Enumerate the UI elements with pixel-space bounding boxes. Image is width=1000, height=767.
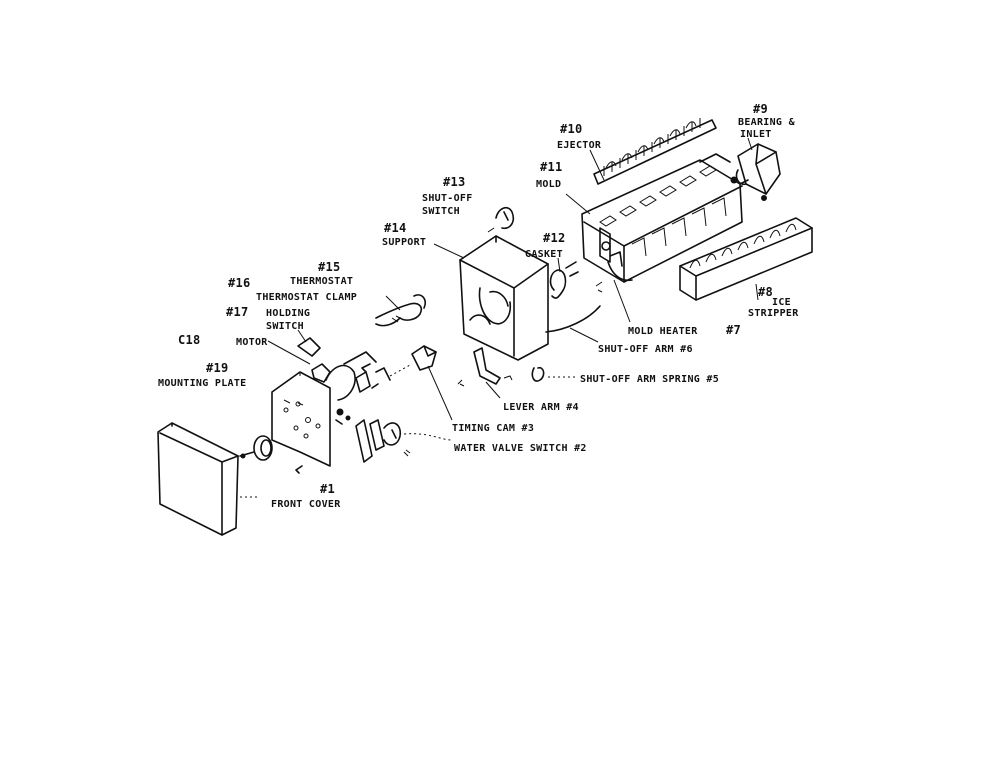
mounting-plate-part: [271, 371, 331, 467]
label-n7: #7: [726, 323, 741, 337]
label-bearing: BEARING &: [738, 117, 796, 128]
label-motor: MOTOR: [236, 337, 268, 348]
mold-heater-part: [607, 261, 633, 323]
timing-cam-part: [411, 345, 453, 421]
label-inlet: INLET: [740, 129, 772, 140]
label-switch-13: SWITCH: [422, 206, 460, 217]
label-n13: #13: [443, 175, 466, 189]
label-gasket: GASKET: [525, 249, 563, 260]
ice-stripper-part: [679, 217, 813, 301]
shutoff-switch-part: [487, 206, 515, 233]
ejector-part: [589, 118, 717, 185]
label-lever-arm: LEVER ARM #4: [503, 402, 579, 413]
label-thermostat-clamp: THERMOSTAT CLAMP: [256, 292, 357, 303]
label-n10: #10: [560, 122, 583, 136]
label-switch-17: SWITCH: [266, 321, 304, 332]
label-mold: MOLD: [536, 179, 561, 190]
label-n17: #17: [226, 305, 249, 319]
label-shutoff-arm-spring: SHUT-OFF ARM SPRING #5: [580, 374, 719, 385]
front-cover-part: [157, 422, 258, 536]
label-ice: ICE: [772, 297, 791, 308]
support-part: [433, 235, 549, 361]
water-valve-switch-part: [355, 419, 453, 463]
shutoff-arm-spring-part: [503, 366, 576, 382]
shutoff-arm-part: [545, 281, 603, 343]
label-thermostat: THERMOSTAT: [290, 276, 353, 287]
lever-arm-part: [457, 347, 501, 399]
label-mounting-plate: MOUNTING PLATE: [158, 378, 247, 389]
bearing-inlet-part: [730, 137, 781, 201]
label-shutoff: SHUT-OFF: [422, 193, 473, 204]
mold-part: [565, 153, 749, 283]
label-front-cover: FRONT COVER: [271, 499, 341, 510]
motor-gear-part: [239, 435, 303, 474]
label-n14: #14: [384, 221, 407, 235]
thermostat-part: [375, 294, 427, 327]
label-holding: HOLDING: [266, 308, 310, 319]
label-ejector: EJECTOR: [557, 140, 602, 151]
label-n16: #16: [228, 276, 251, 290]
holding-switch-part: [297, 329, 321, 357]
label-n18: C18: [178, 333, 201, 347]
label-support: SUPPORT: [382, 237, 426, 248]
label-n15: #15: [318, 260, 341, 274]
label-water-valve-switch: WATER VALVE SWITCH #2: [454, 443, 587, 454]
label-n9: #9: [753, 102, 768, 116]
screws: [335, 363, 379, 425]
label-n8: #8: [758, 285, 773, 299]
labels: #1 FRONT COVER WATER VALVE SWITCH #2 TIM…: [158, 102, 799, 510]
label-n12: #12: [543, 231, 566, 245]
gear-housing-part: [325, 351, 413, 421]
label-n1: #1: [320, 482, 335, 496]
label-shutoff-arm: SHUT-OFF ARM #6: [598, 344, 693, 355]
label-timing-cam: TIMING CAM #3: [452, 423, 534, 434]
label-n11: #11: [540, 160, 563, 174]
label-stripper: STRIPPER: [748, 308, 799, 319]
gasket-part: [549, 257, 579, 299]
label-n19: #19: [206, 361, 229, 375]
label-mold-heater: MOLD HEATER: [628, 326, 698, 337]
